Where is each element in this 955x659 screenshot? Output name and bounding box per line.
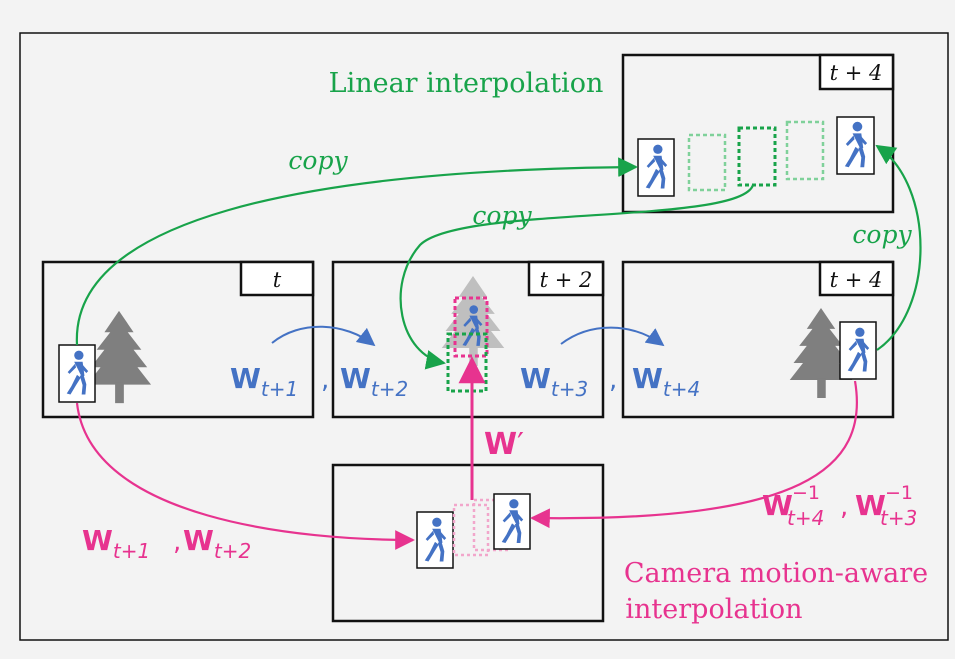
copy-arrow-end [875,144,922,351]
title-camera-line2: interpolation [625,594,802,625]
outer-border [19,32,949,641]
label-w-t1-mag: Wt+1 [82,524,150,563]
interp-box-light-2 [785,120,825,181]
label-w-t1-blue: Wt+1 [230,362,298,401]
tree-icon [86,310,152,404]
warp-arrow-right [560,326,665,347]
frame-t4-mid: t + 4 [621,260,895,419]
label-w-inv-t4: W [762,489,793,522]
interp-box-green [737,126,777,187]
label-w-t4-blue: Wt+4 [632,362,700,401]
copy-label-middle: copy [472,201,532,230]
frame-label-t: t [273,268,282,292]
frame-t2: t + 2 [331,260,605,419]
frame-camera-aware [331,463,605,623]
label-inverse-warps: W −1 t+4 , W −1 t+3 [762,482,917,530]
copy-arrow-middle [399,184,755,370]
person-box-bottom-end [493,493,531,550]
frame-t: t [41,260,315,419]
comma-mag-left: , [173,527,181,557]
copy-label-top-left: copy [288,146,348,175]
comma-left: , [321,365,329,395]
warp-arrow-backward [530,380,858,529]
copy-arrow-start [75,157,638,346]
title-linear-interpolation: Linear interpolation [329,68,604,99]
label-w-t3-blue: Wt+3 [520,362,588,401]
label-w-t2-mag: Wt+2 [183,524,251,563]
frame-linear-t4: t + 4 [621,53,895,214]
copy-label-right: copy [852,220,912,249]
sup-inv-t3: −1 [885,482,913,504]
interp-box-pink-1 [452,503,490,557]
warp-arrow-left [271,325,376,347]
linear-copy-box [446,332,488,393]
comma-right: , [609,365,617,395]
comma-mag-right: , [840,492,848,522]
frame-label-t2: t + 2 [540,268,593,292]
interp-box-light-1 [687,133,727,192]
frame-label-t4-top: t + 4 [830,61,883,85]
camera-aware-box [453,296,489,358]
sub-inv-t4: t+4 [787,506,824,530]
frame-label-t4-mid: t + 4 [830,268,883,292]
warp-arrow-forward [75,402,415,550]
label-w-t2-blue: Wt+2 [340,362,408,401]
title-camera-line1: Camera motion-aware [624,558,928,589]
sub-inv-t3: t+3 [880,506,917,530]
sup-inv-t4: −1 [792,482,820,504]
label-w-inv-t3: W [855,489,886,522]
label-w-prime: W′ [484,427,524,462]
